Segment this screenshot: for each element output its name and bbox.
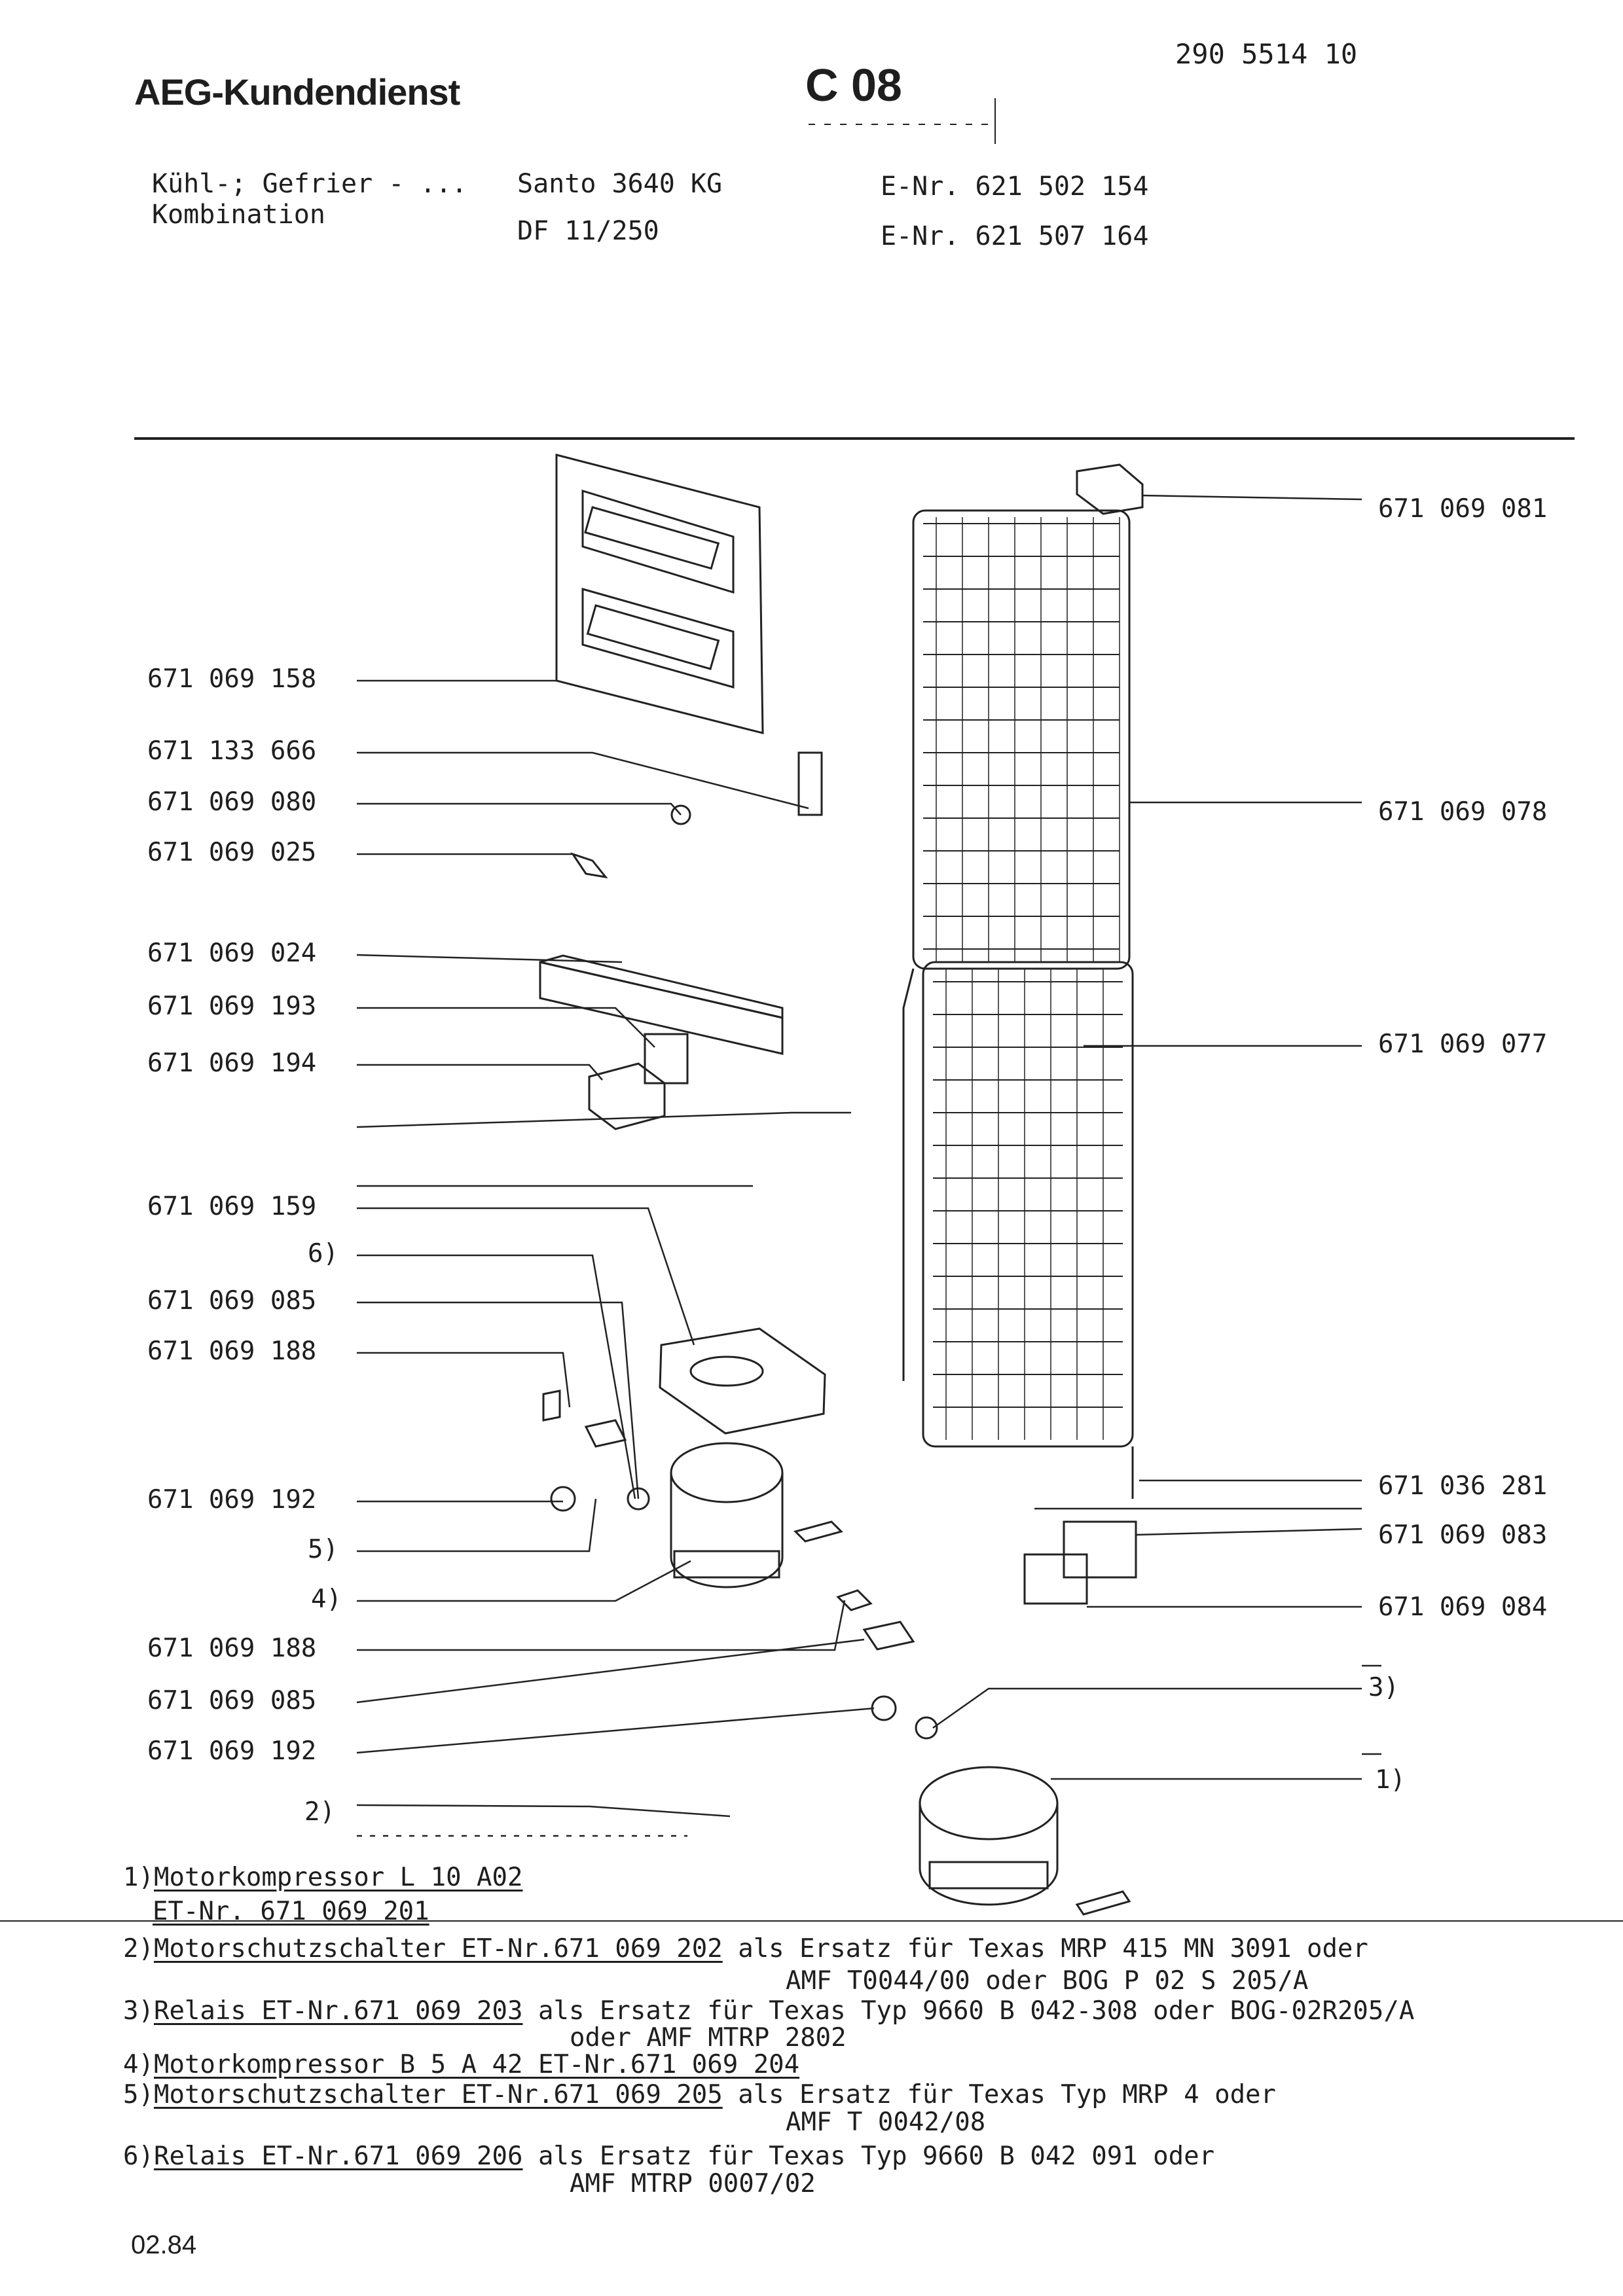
note-ref-label: 1): [1375, 1765, 1406, 1795]
part-label-left: 671 069 194: [147, 1049, 317, 1078]
footnote-6-cont: AMF MTRP 0007/02: [570, 2169, 816, 2198]
model-name: Santo 3640 KG: [517, 169, 723, 199]
part-label-left: 671 069 192: [147, 1485, 317, 1515]
part-label-right: 671 069 078: [1378, 797, 1548, 827]
note-ref-label: 5): [308, 1535, 338, 1564]
footnote-5-cont: AMF T 0042/08: [786, 2108, 986, 2137]
bracket-drawing: [797, 751, 823, 816]
clip-081-drawing: [1076, 463, 1144, 515]
brand-title: AEG-Kundendienst: [134, 71, 460, 113]
note-ref-label: 4): [311, 1585, 342, 1614]
part-label-left: 671 069 188: [147, 1336, 317, 1366]
protector-192b-drawing: [871, 1695, 897, 1721]
part-label-right: 671 069 081: [1378, 494, 1548, 524]
appliance-type-line1: Kühl-; Gefrier - ...: [152, 169, 467, 199]
clamp-drawing: [793, 1520, 843, 1543]
relay-cover-084-drawing: [1023, 1553, 1088, 1605]
compressor-1-drawing: [919, 1766, 1131, 1916]
relay-6-drawing: [627, 1487, 650, 1511]
note-ref-label: 6): [308, 1239, 338, 1268]
appliance-type-line2: Kombination: [152, 200, 325, 230]
enr-number-1: E-Nr. 621 502 154: [881, 171, 1149, 202]
footnote-3-cont: oder AMF MTRP 2802: [570, 2023, 847, 2053]
refrigerant-pipe-drawing: [902, 968, 915, 1381]
part-label-left: 671 069 158: [147, 664, 317, 694]
document-number: 290 5514 10: [1175, 38, 1358, 70]
bracket-193-drawing: [644, 1033, 689, 1085]
note-ref-label: 3): [1368, 1673, 1399, 1702]
cover-194-drawing: [588, 1062, 666, 1130]
leader-lines-left: [356, 679, 875, 1837]
part-label-right: 671 069 084: [1378, 1592, 1548, 1622]
footnote-2-cont: AMF T0044/00 oder BOG P 02 S 205/A: [786, 1966, 1309, 1996]
clip-188-drawing: [542, 1390, 561, 1422]
footnote-6: 6)Relais ET-Nr.671 069 206 als Ersatz fü…: [123, 2142, 1215, 2171]
part-label-left: 671 069 025: [147, 838, 317, 867]
leader-lines-right: [932, 494, 1381, 1780]
model-variant: DF 11/250: [517, 216, 659, 246]
footnote-4: 4)Motorkompressor B 5 A 42 ET-Nr.671 069…: [123, 2050, 800, 2079]
footnote-1-cont: ET-Nr. 671 069 201: [153, 1897, 429, 1926]
condenser-upper-drawing: [912, 509, 1131, 970]
screw-drawing: [670, 804, 691, 825]
protector-192-drawing: [550, 1486, 576, 1512]
footnote-2: 2)Motorschutzschalter ET-Nr.671 069 202 …: [123, 1934, 1368, 1964]
revision-date: 02.84: [131, 2231, 197, 2259]
part-label-left: 671 069 085: [147, 1686, 317, 1715]
clip-188b-drawing: [836, 1589, 873, 1611]
relay-085-drawing: [584, 1419, 627, 1448]
part-label-left: 671 069 192: [147, 1736, 317, 1766]
drip-tray-drawing: [659, 1327, 826, 1435]
footnote-3: 3)Relais ET-Nr.671 069 203 als Ersatz fü…: [123, 1996, 1415, 2026]
part-label-left: 671 069 024: [147, 939, 317, 968]
enr-number-2: E-Nr. 621 507 164: [881, 221, 1149, 251]
part-label-right: 671 036 281: [1378, 1471, 1548, 1501]
sheet-code: C 08: [805, 60, 902, 111]
condenser-lower-drawing: [922, 961, 1134, 1448]
part-label-left: 671 069 080: [147, 787, 317, 817]
part-label-left: 671 069 193: [147, 992, 317, 1021]
clip-drawing: [570, 852, 608, 879]
compressor-4-drawing: [670, 1442, 784, 1588]
relay-085b-drawing: [862, 1621, 915, 1651]
evaporator-panel-drawing: [555, 454, 764, 734]
relay-cover-083-drawing: [1063, 1520, 1137, 1579]
part-label-left: 671 069 085: [147, 1286, 317, 1316]
part-label-right: 671 069 083: [1378, 1520, 1548, 1550]
footnote-1: 1)Motorkompressor L 10 A02: [123, 1863, 523, 1892]
part-label-left: 671 069 188: [147, 1634, 317, 1663]
part-label-left: 671 069 159: [147, 1192, 317, 1221]
part-label-left: 671 133 666: [147, 736, 317, 766]
part-label-right: 671 069 077: [1378, 1030, 1548, 1059]
relay-3-drawing: [915, 1716, 938, 1740]
note-ref-label: 2): [304, 1797, 335, 1827]
footnote-5: 5)Motorschutzschalter ET-Nr.671 069 205 …: [123, 2080, 1277, 2109]
